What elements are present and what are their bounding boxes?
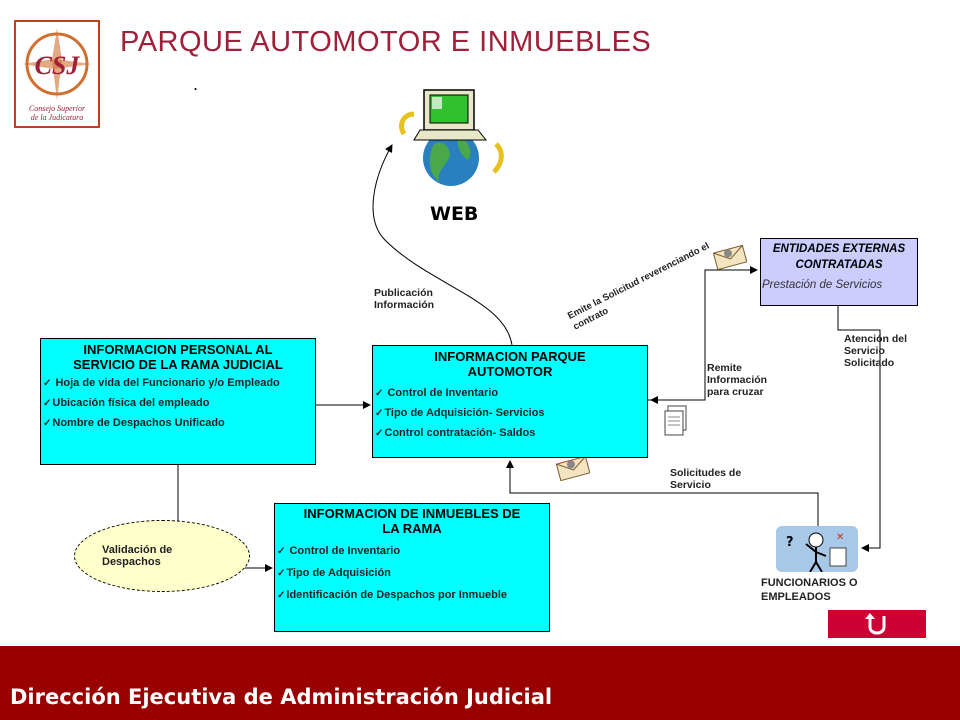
entidades-externas-box: ENTIDADES EXTERNAS CONTRATADAS Prestació… xyxy=(760,238,918,306)
funcionarios-label: FUNCIONARIOS O EMPLEADOS xyxy=(761,577,858,603)
csj-logo: CSJ Consejo Superior de la Judicatura xyxy=(14,20,100,128)
list-item: ✓ Control de Inventario xyxy=(375,387,499,399)
list-item: ✓Ubicación física del empleado xyxy=(43,397,210,409)
informacion-inmuebles-box: INFORMACION DE INMUEBLES DE LA RAMA ✓ Co… xyxy=(274,503,550,632)
informacion-parque-title: INFORMACION PARQUE AUTOMOTOR xyxy=(434,349,586,379)
u-turn-back-button[interactable] xyxy=(828,610,926,638)
remite-label: Remite Información para cruzar xyxy=(707,362,768,398)
informacion-inmuebles-title: INFORMACION DE INMUEBLES DE LA RAMA xyxy=(303,506,521,536)
validacion-ellipse xyxy=(74,520,250,592)
list-item: ✓Nombre de Despachos Unificado xyxy=(43,417,225,429)
svg-text:?: ? xyxy=(786,535,794,550)
entidades-externas-title: ENTIDADES EXTERNAS CONTRATADAS xyxy=(772,243,906,271)
solicitudes-arrow xyxy=(506,460,819,528)
svg-text:✕: ✕ xyxy=(836,532,844,543)
dot-mark: . xyxy=(193,74,199,94)
list-item: ✓Identificación de Despachos por Inmuebl… xyxy=(277,589,508,601)
envelope-icon xyxy=(712,244,748,275)
informacion-parque-list: ✓ Control de Inventario ✓Tipo de Adquisi… xyxy=(375,387,645,440)
validacion-label: Validación de Despachos xyxy=(102,544,173,568)
publicacion-arrow xyxy=(372,144,513,346)
page-title: PARQUE AUTOMOTOR E INMUEBLES xyxy=(120,26,652,58)
informacion-personal-list: ✓ Hoja de vida del Funcionario y/o Emple… xyxy=(43,377,313,430)
informacion-inmuebles-list: ✓ Control de Inventario ✓Tipo de Adquisi… xyxy=(277,545,547,602)
informacion-personal-box: INFORMACION PERSONAL AL SERVICIO DE LA R… xyxy=(40,338,316,465)
list-item: ✓Tipo de Adquisición- Servicios xyxy=(375,407,545,419)
publicacion-label: Publicación Información xyxy=(374,287,435,311)
footer-text: Dirección Ejecutiva de Administración Ju… xyxy=(10,685,553,709)
informacion-parque-box: INFORMACION PARQUE AUTOMOTOR ✓ Control d… xyxy=(372,345,648,458)
list-item: ✓Control contratación- Saldos xyxy=(375,427,536,439)
atencion-arrow xyxy=(837,306,881,552)
solicitudes-label: Solicitudes de Servicio xyxy=(670,467,742,491)
list-item: ✓ Control de Inventario xyxy=(277,545,401,557)
list-item: ✓Tipo de Adquisición xyxy=(277,567,391,579)
svg-text:CSJ: CSJ xyxy=(35,51,81,80)
list-item: ✓ Hoja de vida del Funcionario y/o Emple… xyxy=(43,377,280,389)
computer-globe-icon xyxy=(396,86,512,201)
envelope-icon xyxy=(555,455,591,486)
person-thinking-icon: ? ✕ xyxy=(776,526,858,573)
documents-icon xyxy=(664,405,690,442)
footer-bar xyxy=(0,646,960,720)
svg-text:Consejo Superior: Consejo Superior xyxy=(29,104,86,113)
entidades-externas-subtitle: Prestación de Servicios xyxy=(762,279,883,291)
u-turn-back-icon xyxy=(865,613,886,635)
svg-text:de la Judicatura: de la Judicatura xyxy=(31,113,83,122)
atencion-label: Atención del Servicio Solicitado xyxy=(844,333,908,369)
web-label: WEB xyxy=(430,203,479,225)
informacion-personal-title: INFORMACION PERSONAL AL SERVICIO DE LA R… xyxy=(73,342,283,372)
